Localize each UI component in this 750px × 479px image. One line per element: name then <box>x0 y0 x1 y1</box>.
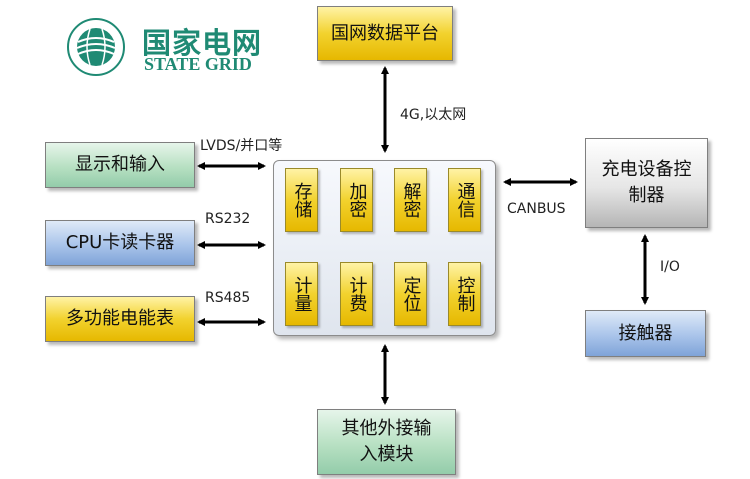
platform-link-label: 4G,以太网 <box>400 107 467 123</box>
function-positioning: 定位 <box>394 262 427 326</box>
logo-name-cn: 国家电网 <box>142 26 263 60</box>
logo-name-en: STATE GRID <box>144 54 252 74</box>
card-reader-block: CPU卡读卡器 <box>45 220 195 266</box>
other-input-block: 其他外接输入模块 <box>317 409 456 475</box>
card-reader-link-label: RS232 <box>205 211 251 227</box>
contactor-link-label: I/O <box>660 259 680 275</box>
function-encrypt: 加密 <box>340 168 373 232</box>
function-metering: 计量 <box>285 262 318 326</box>
charger-controller-block: 充电设备控制器 <box>585 138 708 228</box>
function-decrypt: 解密 <box>394 168 427 232</box>
contactor-block: 接触器 <box>585 310 706 357</box>
function-storage: 存储 <box>285 168 318 232</box>
central-processing-unit: 存储 加密 解密 通信 计量 计费 定位 控制 <box>273 160 496 336</box>
function-control: 控制 <box>448 262 481 326</box>
charger-link-label: CANBUS <box>507 201 566 217</box>
function-billing: 计费 <box>340 262 373 326</box>
meter-block: 多功能电能表 <box>45 296 195 342</box>
platform-block: 国网数据平台 <box>317 6 453 61</box>
state-grid-logo: 国家电网 STATE GRID <box>62 16 262 78</box>
meter-link-label: RS485 <box>205 290 251 306</box>
state-grid-emblem-icon <box>67 18 125 76</box>
display-link-label: LVDS/并口等 <box>200 138 283 154</box>
function-communication: 通信 <box>448 168 481 232</box>
display-block: 显示和输入 <box>45 142 195 188</box>
